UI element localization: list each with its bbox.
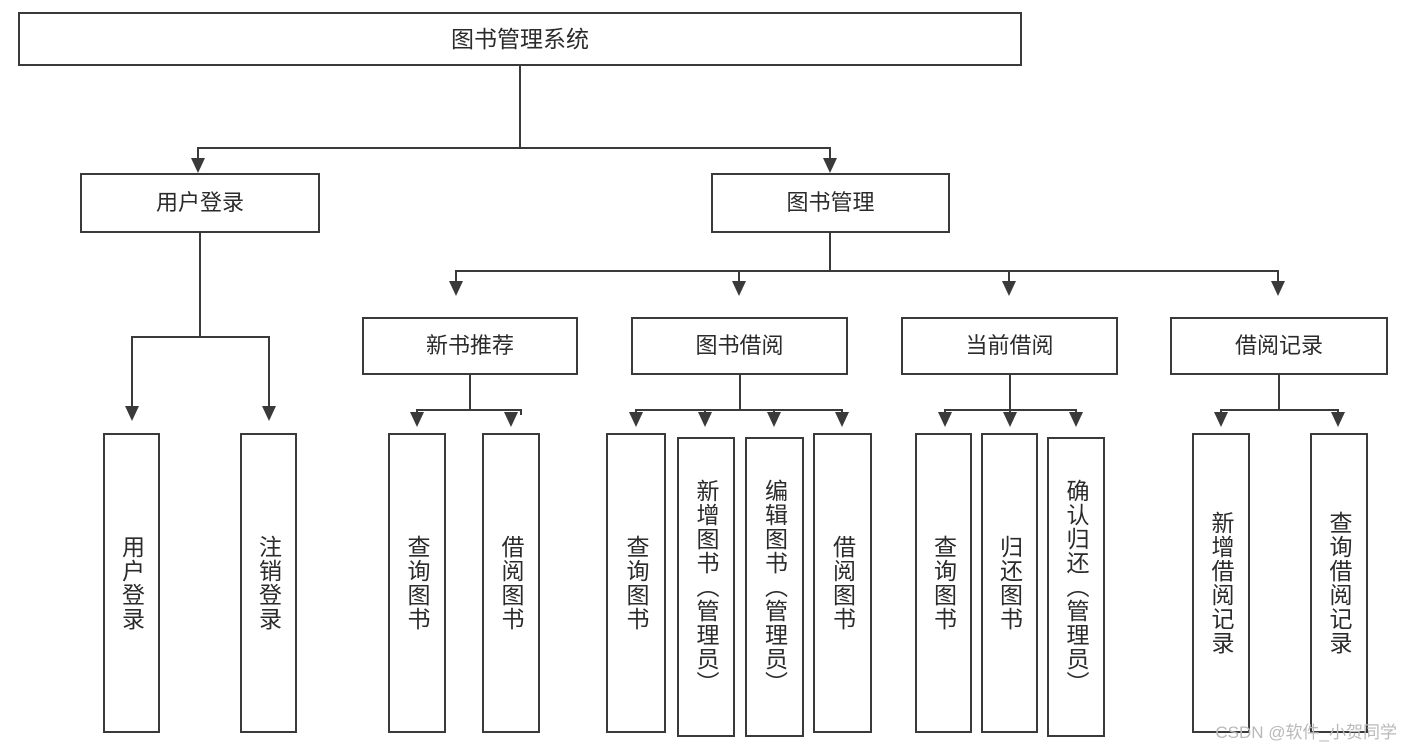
leaf-confirm-return-label: 确认归还（管理员）: [1063, 479, 1090, 695]
connector-nbr-drop-2: [520, 409, 522, 415]
arrow-to-user-login: [191, 158, 205, 173]
connector-new-book-recommend-bus: [416, 409, 522, 411]
node-root[interactable]: 图书管理系统: [18, 12, 1022, 66]
leaf-query-book-1[interactable]: 查询图书: [388, 433, 446, 733]
leaf-borrow-book-1-label: 借阅图书: [498, 535, 525, 631]
leaf-query-book-2-label: 查询图书: [623, 535, 650, 631]
arrow-to-leaf-return-book: [1003, 412, 1017, 427]
leaf-user-login-label: 用户登录: [118, 535, 145, 631]
leaf-add-record[interactable]: 新增借阅记录: [1192, 433, 1250, 733]
arrow-to-leaf-query-record: [1331, 412, 1345, 427]
leaf-user-logout-label: 注销登录: [255, 535, 282, 631]
node-borrow-record-label: 借阅记录: [1234, 333, 1323, 359]
connector-user-login-drop-1: [131, 336, 133, 408]
node-user-login-label: 用户登录: [155, 190, 244, 216]
arrow-to-leaf-query-book-1: [410, 412, 424, 427]
leaf-return-book-label: 归还图书: [996, 535, 1023, 631]
connector-book-manage-bus: [455, 270, 1279, 272]
leaf-borrow-book-2-label: 借阅图书: [829, 535, 856, 631]
node-new-book-recommend-label: 新书推荐: [425, 333, 514, 359]
node-book-borrow-label: 图书借阅: [695, 333, 784, 359]
connector-borrow-record-bus: [1220, 409, 1339, 411]
arrow-to-book-borrow: [732, 281, 746, 296]
connector-borrow-record-stem: [1278, 375, 1280, 411]
leaf-query-record-label: 查询借阅记录: [1326, 511, 1353, 655]
leaf-query-record[interactable]: 查询借阅记录: [1310, 433, 1368, 733]
node-book-manage-label: 图书管理: [786, 190, 875, 216]
connector-root-drop-left: [197, 147, 199, 160]
leaf-user-logout[interactable]: 注销登录: [240, 433, 297, 733]
arrow-to-book-manage: [823, 158, 837, 173]
connector-root-drop-right: [829, 147, 831, 160]
connector-book-borrow-bus: [635, 409, 843, 411]
arrow-to-leaf-query-book-2: [629, 412, 643, 427]
arrow-to-leaf-confirm-return: [1069, 412, 1083, 427]
arrow-to-leaf-borrow-book-2: [835, 412, 849, 427]
leaf-add-record-label: 新增借阅记录: [1208, 511, 1235, 655]
node-borrow-record[interactable]: 借阅记录: [1170, 317, 1388, 375]
connector-root-bus: [197, 147, 831, 149]
connector-user-login-bus: [131, 336, 270, 338]
arrow-to-borrow-record: [1271, 281, 1285, 296]
leaf-query-book-3-label: 查询图书: [930, 535, 957, 631]
node-book-manage[interactable]: 图书管理: [711, 173, 950, 233]
connector-book-borrow-stem: [739, 375, 741, 411]
node-current-borrow-label: 当前借阅: [965, 333, 1054, 359]
arrow-to-leaf-user-login: [125, 406, 139, 421]
connector-book-manage-drop-3: [1008, 270, 1010, 283]
arrow-to-current-borrow: [1002, 281, 1016, 296]
connector-current-borrow-stem: [1009, 375, 1011, 411]
leaf-query-book-2[interactable]: 查询图书: [606, 433, 666, 733]
leaf-edit-book[interactable]: 编辑图书（管理员）: [745, 437, 804, 737]
node-book-borrow[interactable]: 图书借阅: [631, 317, 848, 375]
arrow-to-leaf-user-logout: [262, 406, 276, 421]
arrow-to-leaf-edit-book: [767, 412, 781, 427]
connector-new-book-recommend-stem: [469, 375, 471, 411]
arrow-to-new-book-recommend: [449, 281, 463, 296]
leaf-edit-book-label: 编辑图书（管理员）: [761, 479, 788, 695]
leaf-add-book[interactable]: 新增图书（管理员）: [677, 437, 735, 737]
node-new-book-recommend[interactable]: 新书推荐: [362, 317, 578, 375]
arrow-to-leaf-query-book-3: [938, 412, 952, 427]
connector-user-login-drop-2: [268, 336, 270, 408]
connector-root-stem: [519, 66, 521, 148]
leaf-return-book[interactable]: 归还图书: [981, 433, 1038, 733]
leaf-borrow-book-2[interactable]: 借阅图书: [813, 433, 872, 733]
connector-book-manage-stem: [829, 233, 831, 271]
csdn-watermark: CSDN @软件_小贺同学: [1215, 723, 1397, 742]
arrow-to-leaf-add-book: [698, 412, 712, 427]
arrow-to-leaf-borrow-book-1: [504, 412, 518, 427]
leaf-confirm-return[interactable]: 确认归还（管理员）: [1047, 437, 1105, 737]
node-user-login[interactable]: 用户登录: [80, 173, 320, 233]
leaf-query-book-1-label: 查询图书: [404, 535, 431, 631]
leaf-query-book-3[interactable]: 查询图书: [915, 433, 972, 733]
connector-user-login-stem: [199, 233, 201, 337]
leaf-user-login[interactable]: 用户登录: [103, 433, 160, 733]
node-current-borrow[interactable]: 当前借阅: [901, 317, 1118, 375]
node-root-label: 图书管理系统: [451, 25, 589, 52]
connector-book-manage-drop-1: [455, 270, 457, 283]
arrow-to-leaf-add-record: [1214, 412, 1228, 427]
connector-book-manage-drop-4: [1277, 270, 1279, 283]
leaf-add-book-label: 新增图书（管理员）: [693, 479, 720, 695]
connector-book-manage-drop-2: [738, 270, 740, 283]
leaf-borrow-book-1[interactable]: 借阅图书: [482, 433, 540, 733]
